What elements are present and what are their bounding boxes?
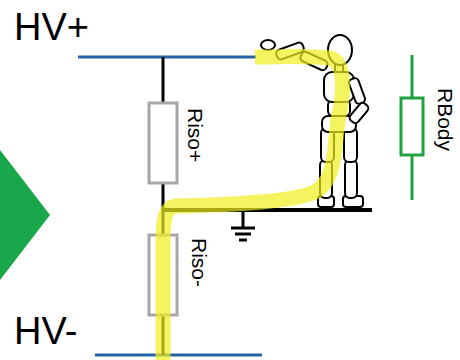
arrow-marker	[0, 150, 50, 280]
current-path-highlight	[163, 56, 343, 360]
resistor-label: Riso-	[189, 238, 210, 287]
resistor-label: Riso+	[185, 108, 206, 162]
wire	[162, 57, 165, 103]
resistor-label: RBody	[435, 88, 456, 151]
hv-plus-rail	[78, 56, 256, 59]
resistor-symbol	[401, 98, 423, 155]
rail-label: HV+	[14, 8, 89, 46]
ground-symbol	[231, 210, 255, 240]
resistor-symbol	[149, 103, 177, 183]
hv-minus-rail	[95, 354, 262, 357]
rail-label: HV-	[14, 312, 77, 350]
